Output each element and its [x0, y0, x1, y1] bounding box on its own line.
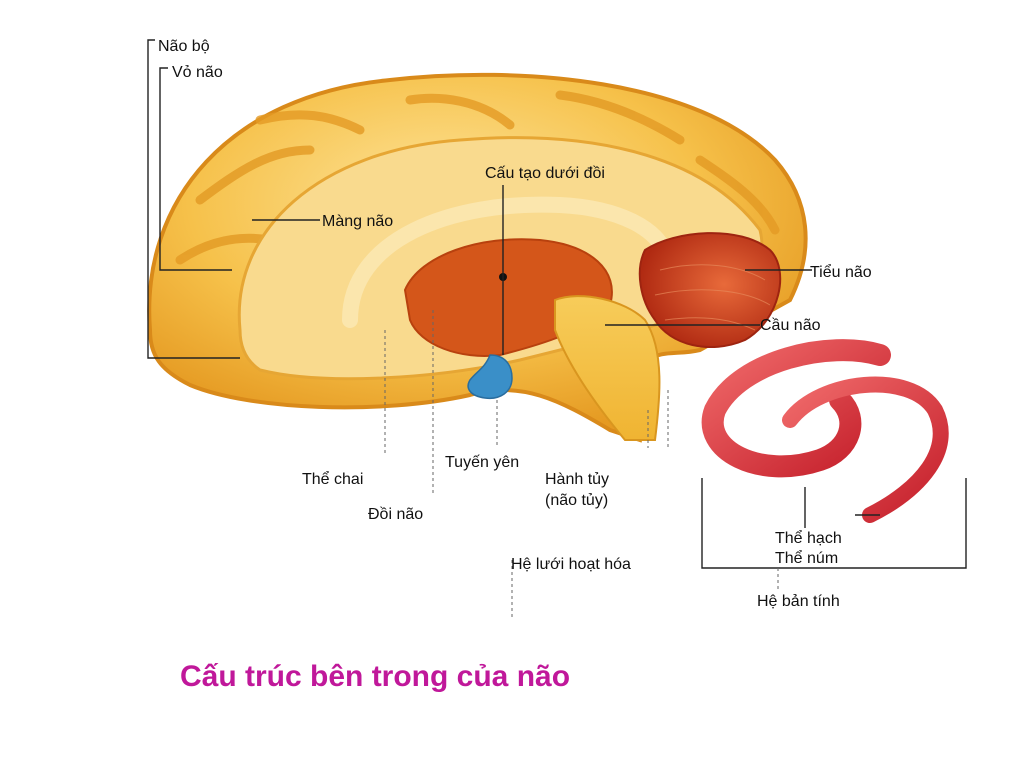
cerebellum-texture	[654, 264, 771, 331]
label-he-luoi-hoat-hoa: Hệ lưới hoạt hóa	[511, 556, 631, 573]
label-cau-nao: Cầu não	[760, 317, 821, 334]
label-cau-tao-duoi-doi: Cấu tạo dưới đồi	[485, 165, 605, 182]
limbic-system-shape	[701, 339, 949, 523]
label-tuyen-yen: Tuyến yên	[445, 454, 519, 471]
label-mang-nao: Màng não	[322, 213, 393, 230]
label-the-hach: Thể hạch	[775, 529, 842, 547]
label-the-num: Thể núm	[775, 549, 838, 567]
label-nao-bo: Não bộ	[158, 38, 210, 55]
label-tieu-nao: Tiểu não	[810, 263, 872, 281]
label-nao-tuy: (não tủy)	[545, 492, 608, 509]
figure-caption: Cấu trúc bên trong của não	[180, 660, 571, 693]
label-he-ban-tinh: Hệ bản tính	[757, 593, 840, 610]
labels: Não bộ Vỏ não Cấu tạo dưới đồi Màng não …	[158, 38, 872, 610]
pituitary-shape	[467, 354, 513, 400]
label-doi-nao: Đồi não	[368, 506, 423, 523]
label-hanh-tuy: Hành tủy	[545, 471, 609, 488]
corpus-callosum-shape	[342, 196, 673, 328]
label-vo-nao: Vỏ não	[172, 64, 223, 81]
leader-lines	[147, 39, 967, 620]
brainstem-shape	[554, 295, 661, 441]
label-the-chai: Thể chai	[302, 470, 363, 488]
